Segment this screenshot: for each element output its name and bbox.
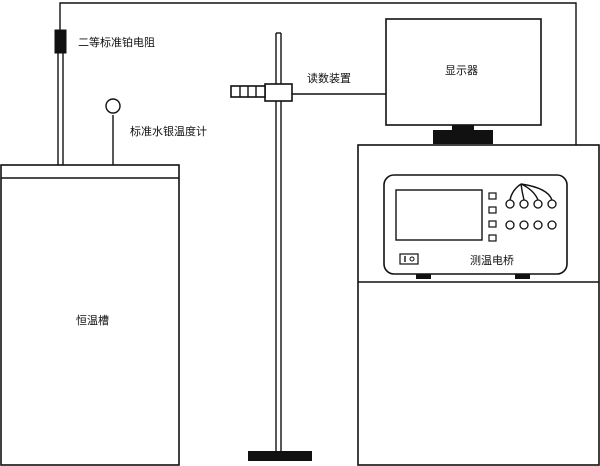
support-stand (248, 32, 312, 461)
label-mercury-thermometer: 标准水银温度计 (130, 124, 207, 138)
bridge-terminals (505, 183, 557, 230)
display-monitor (385, 18, 542, 144)
constant-temperature-bath (0, 164, 180, 466)
bridge-foot-left (416, 274, 431, 279)
label-bath: 恒温槽 (76, 314, 109, 327)
power-switch (399, 253, 419, 265)
measuring-bridge (383, 174, 568, 279)
label-display: 显示器 (445, 64, 478, 77)
platinum-resistor (54, 29, 67, 165)
bridge-foot-right (515, 274, 530, 279)
label-platinum-resistor: 二等标准铂电阻 (78, 35, 155, 49)
mercury-thermometer (105, 98, 121, 165)
label-bridge: 测温电桥 (470, 254, 514, 267)
reading-device (230, 83, 386, 102)
bridge-buttons (488, 192, 497, 242)
label-reading-device: 读数装置 (307, 71, 351, 85)
